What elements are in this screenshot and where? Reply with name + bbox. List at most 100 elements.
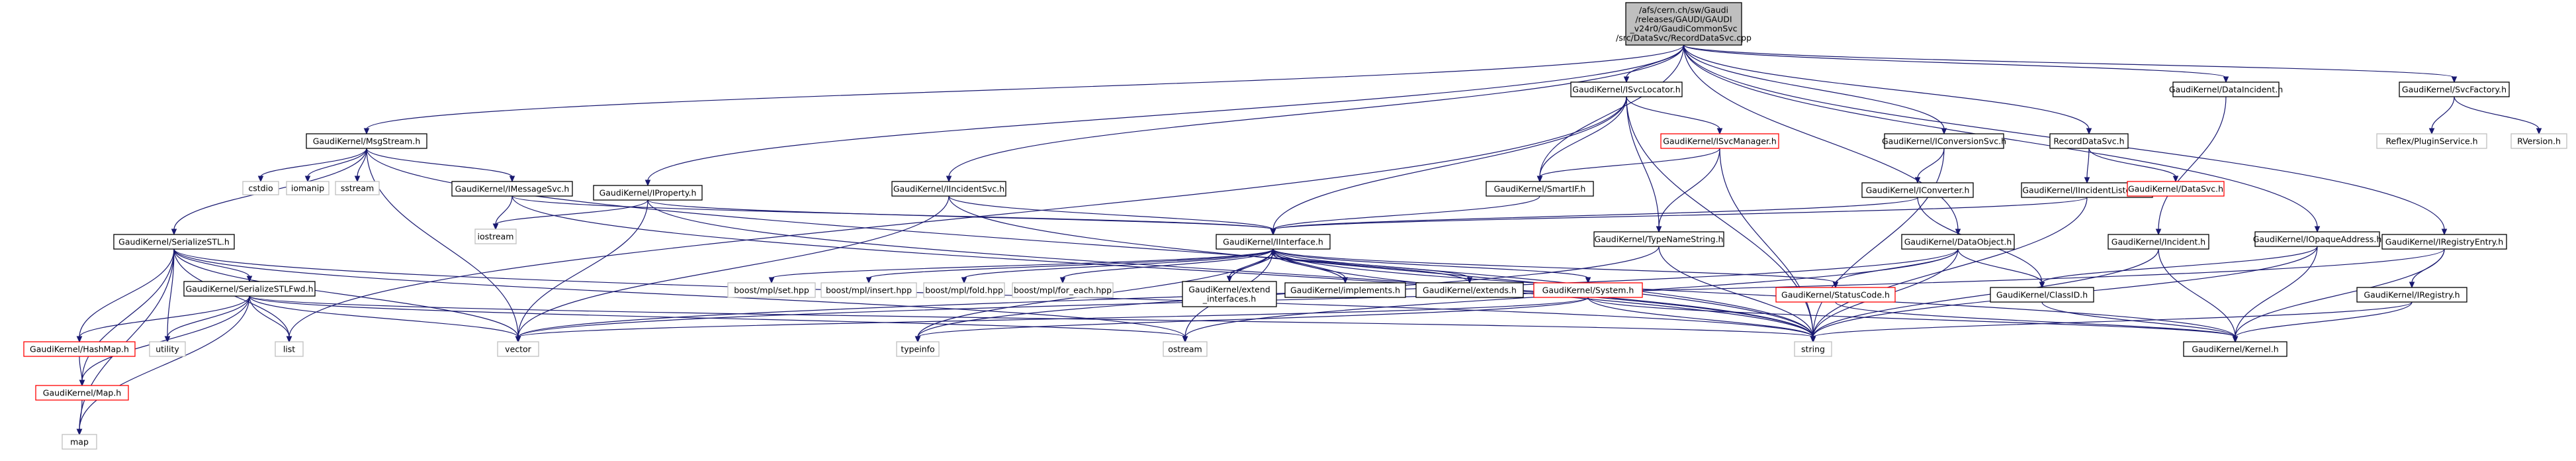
edge-serializestlfwd-to-map_h bbox=[79, 295, 250, 387]
node-label: _interfaces.h bbox=[1202, 294, 1256, 304]
node-label: iomanip bbox=[291, 183, 324, 193]
edge-iinterface-to-implements bbox=[1272, 248, 1349, 284]
node-label: boost/mpl/set.hpp bbox=[734, 285, 809, 295]
node-extends[interactable]: GaudiKernel/extends.h bbox=[1415, 282, 1524, 298]
edge-extends-to-iinterface bbox=[1270, 248, 1470, 283]
node-serializestl[interactable]: GaudiKernel/SerializeSTL.h bbox=[113, 234, 235, 250]
node-label: GaudiKernel/IOpaqueAddress.h bbox=[2253, 234, 2382, 244]
node-iregistry[interactable]: GaudiKernel/IRegistry.h bbox=[2356, 287, 2467, 303]
node-isvcmanager[interactable]: GaudiKernel/ISvcManager.h bbox=[1660, 133, 1779, 149]
node-map_h[interactable]: GaudiKernel/Map.h bbox=[35, 385, 129, 401]
edge-map_h-to-map bbox=[76, 399, 83, 436]
node-classid[interactable]: GaudiKernel/ClassID.h bbox=[1990, 287, 2094, 303]
node-label: /afs/cern.ch/sw/Gaudi bbox=[1639, 5, 1728, 15]
node-serializestlfwd[interactable]: GaudiKernel/SerializeSTLFwd.h bbox=[183, 281, 316, 297]
node-incident[interactable]: GaudiKernel/Incident.h bbox=[2108, 234, 2209, 250]
node-svcfactory[interactable]: GaudiKernel/SvcFactory.h bbox=[2399, 81, 2510, 97]
edge-system-to-kernel bbox=[1587, 297, 2239, 343]
node-sstream[interactable]: sstream bbox=[335, 181, 380, 195]
node-label: GaudiKernel/IRegistryEntry.h bbox=[2385, 237, 2503, 247]
node-mplfold[interactable]: boost/mpl/fold.hpp bbox=[923, 282, 1005, 298]
node-iincidentsvc[interactable]: GaudiKernel/IIncidentSvc.h bbox=[891, 181, 1006, 197]
node-dataobject[interactable]: GaudiKernel/DataObject.h bbox=[1901, 234, 2015, 250]
node-label: boost/mpl/for_each.hpp bbox=[1014, 285, 1112, 295]
node-label: vector bbox=[505, 344, 532, 354]
node-msgstream[interactable]: GaudiKernel/MsgStream.h bbox=[306, 133, 427, 149]
node-vector[interactable]: vector bbox=[497, 341, 539, 357]
node-iconversionsvc[interactable]: GaudiKernel/IConversionSvc.h bbox=[1882, 133, 2006, 149]
edge-smartif-to-iinterface bbox=[1270, 195, 1540, 236]
node-iinterface[interactable]: GaudiKernel/IInterface.h bbox=[1216, 234, 1331, 250]
edge-svclocator-to-iinterface bbox=[1270, 96, 1627, 236]
node-label: GaudiKernel/DataObject.h bbox=[1904, 237, 2012, 247]
node-iconverter[interactable]: GaudiKernel/IConverter.h bbox=[1861, 182, 1974, 198]
node-label: GaudiKernel/SerializeSTLFwd.h bbox=[185, 284, 313, 294]
node-label: GaudiKernel/SerializeSTL.h bbox=[118, 237, 230, 247]
node-label: iostream bbox=[478, 232, 514, 242]
node-implements[interactable]: GaudiKernel/implements.h bbox=[1284, 282, 1406, 298]
node-datasvc[interactable]: GaudiKernel/DataSvc.h bbox=[2127, 181, 2225, 197]
node-iproperty[interactable]: GaudiKernel/IProperty.h bbox=[593, 185, 703, 201]
edge-serializestlfwd-to-string bbox=[249, 295, 1816, 343]
node-dataincident[interactable]: GaudiKernel/DataIncident.h bbox=[2169, 81, 2283, 97]
node-iincidentlistener[interactable]: GaudiKernel/IIncidentListener.h bbox=[2021, 182, 2153, 198]
node-iomanip[interactable]: iomanip bbox=[286, 181, 330, 195]
node-iostream[interactable]: iostream bbox=[474, 229, 517, 244]
node-typenamestring[interactable]: GaudiKernel/TypeNameString.h bbox=[1593, 231, 1724, 247]
node-smartif[interactable]: GaudiKernel/SmartIF.h bbox=[1486, 181, 1594, 197]
edge-iinterface-to-mplfold bbox=[961, 248, 1274, 284]
node-hashmap[interactable]: GaudiKernel/HashMap.h bbox=[23, 341, 136, 357]
node-map[interactable]: map bbox=[62, 434, 97, 450]
node-label: RVersion.h bbox=[2517, 136, 2561, 146]
node-label: /src/DataSvc/RecordDataSvc.cpp bbox=[1616, 33, 1752, 43]
node-label: GaudiKernel/IProperty.h bbox=[600, 188, 697, 198]
node-label: boost/mpl/fold.hpp bbox=[925, 285, 1003, 295]
node-label: _v24r0/GaudiCommonSvc bbox=[1629, 24, 1737, 34]
edge-serializestlfwd-to-ostream bbox=[249, 295, 1188, 343]
node-label: GaudiKernel/implements.h bbox=[1290, 285, 1400, 295]
edge-msgstream-to-cstdio bbox=[257, 148, 367, 183]
node-statuscode[interactable]: GaudiKernel/StatusCode.h bbox=[1775, 287, 1896, 303]
node-label: GaudiKernel/IRegistry.h bbox=[2364, 290, 2460, 300]
edge-serializestl-to-hashmap bbox=[76, 248, 175, 343]
node-mplset[interactable]: boost/mpl/set.hpp bbox=[727, 282, 816, 298]
node-label: boost/mpl/insert.hpp bbox=[826, 285, 912, 295]
node-kernel[interactable]: GaudiKernel/Kernel.h bbox=[2183, 341, 2287, 357]
node-label: GaudiKernel/HashMap.h bbox=[30, 344, 129, 354]
edge-svclocator-to-isvcmanager bbox=[1626, 96, 1723, 135]
node-label: GaudiKernel/ISvcManager.h bbox=[1663, 136, 1777, 146]
node-mplforeach[interactable]: boost/mpl/for_each.hpp bbox=[1012, 282, 1114, 298]
node-label: GaudiKernel/IIncidentListener.h bbox=[2022, 185, 2151, 195]
node-label: utility bbox=[155, 344, 179, 354]
node-reflexplugin[interactable]: Reflex/PluginService.h bbox=[2376, 133, 2487, 149]
node-svclocator[interactable]: GaudiKernel/ISvcLocator.h bbox=[1570, 81, 1683, 97]
node-label: ostream bbox=[1168, 344, 1202, 354]
edge-root-to-recorddatasvc bbox=[1683, 44, 2092, 135]
node-label: GaudiKernel/Incident.h bbox=[2111, 237, 2205, 247]
node-rversion[interactable]: RVersion.h bbox=[2510, 133, 2567, 149]
edge-iincidentsvc-to-vector bbox=[515, 195, 950, 343]
edge-root-to-iincidentsvc bbox=[946, 44, 1685, 183]
node-root[interactable]: /afs/cern.ch/sw/Gaudi/releases/GAUDI/GAU… bbox=[1616, 2, 1752, 46]
node-typeinfo[interactable]: typeinfo bbox=[896, 341, 940, 357]
node-string[interactable]: string bbox=[1794, 341, 1832, 357]
node-ostream[interactable]: ostream bbox=[1163, 341, 1208, 357]
edge-dataincident-to-incident bbox=[2155, 96, 2227, 236]
node-cstdio[interactable]: cstdio bbox=[242, 181, 279, 195]
edge-root-to-msgstream bbox=[363, 44, 1685, 135]
edge-root-to-svcfactory bbox=[1683, 44, 2458, 83]
node-iregistryentry[interactable]: GaudiKernel/IRegistryEntry.h bbox=[2381, 234, 2507, 250]
node-label: GaudiKernel/DataIncident.h bbox=[2169, 85, 2283, 95]
node-system[interactable]: GaudiKernel/System.h bbox=[1533, 282, 1643, 298]
node-label: GaudiKernel/MsgStream.h bbox=[313, 136, 421, 146]
node-utility[interactable]: utility bbox=[149, 341, 186, 357]
edge-svcfactory-to-reflexplugin bbox=[2428, 96, 2455, 135]
node-list[interactable]: list bbox=[275, 341, 304, 357]
node-extendinterfaces[interactable]: GaudiKernel/extend_interfaces.h bbox=[1182, 281, 1277, 307]
node-imessagesvc[interactable]: GaudiKernel/IMessageSvc.h bbox=[451, 181, 573, 197]
node-iopaqueaddress[interactable]: GaudiKernel/IOpaqueAddress.h bbox=[2253, 231, 2382, 247]
edge-serializestl-to-serializestlfwd bbox=[173, 248, 253, 283]
node-recorddatasvc[interactable]: RecordDataSvc.h bbox=[2049, 133, 2129, 149]
node-label: GaudiKernel/extends.h bbox=[1423, 285, 1517, 295]
node-mplinsert[interactable]: boost/mpl/insert.hpp bbox=[821, 282, 917, 298]
